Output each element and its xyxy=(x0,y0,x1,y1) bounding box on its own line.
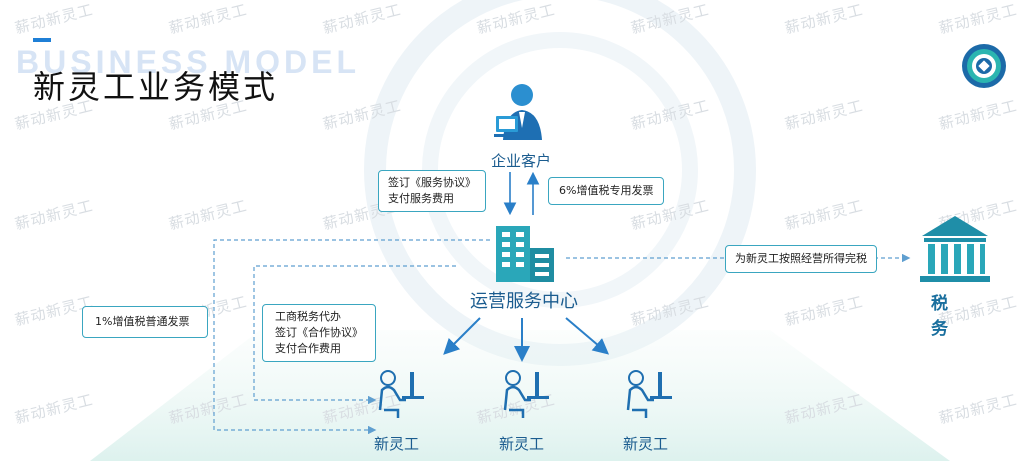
node-label-customer: 企业客户 xyxy=(491,152,552,170)
note-line: 签订《服务协议》 xyxy=(388,176,476,189)
note-line: 6%增值税专用发票 xyxy=(559,184,654,197)
note-line: 工商税务代办 xyxy=(275,310,341,323)
customer-icon xyxy=(494,84,542,140)
note-sign-service-contract: 签订《服务协议》 支付服务费用 xyxy=(378,170,486,212)
worker-icon xyxy=(626,370,672,418)
note-cooperation-agreement: 工商税务代办 签订《合作协议》 支付合作费用 xyxy=(262,304,376,362)
note-special-vat-invoice: 6%增值税专用发票 xyxy=(548,177,665,205)
node-label-operation-center: 运营服务中心 xyxy=(470,291,578,312)
note-line: 为新灵工按照经营所得完税 xyxy=(735,252,867,265)
note-line: 支付服务费用 xyxy=(388,192,454,205)
worker-icon xyxy=(378,370,424,418)
tax-bureau-icon xyxy=(920,216,990,282)
node-label-tax: 税 务 xyxy=(931,294,1001,339)
note-line: 支付合作费用 xyxy=(275,342,341,355)
page-title: 新灵工业务模式 xyxy=(33,68,279,106)
english-title: BUSINESS MODEL xyxy=(16,44,361,80)
node-label-worker-2: 新灵工 xyxy=(499,435,545,453)
node-label-worker-3: 新灵工 xyxy=(623,435,669,453)
node-label-worker-1: 新灵工 xyxy=(374,435,420,453)
worker-icon xyxy=(503,370,549,418)
note-line: 签订《合作协议》 xyxy=(275,326,363,339)
note-tax-payment: 为新灵工按照经营所得完税 xyxy=(725,245,877,273)
brand-logo-icon xyxy=(962,44,1006,88)
building-icon xyxy=(496,226,554,282)
title-accent-bar xyxy=(33,38,51,42)
note-line: 1%增值税普通发票 xyxy=(95,315,190,328)
note-general-vat-invoice: 1%增值税普通发票 xyxy=(82,306,208,338)
